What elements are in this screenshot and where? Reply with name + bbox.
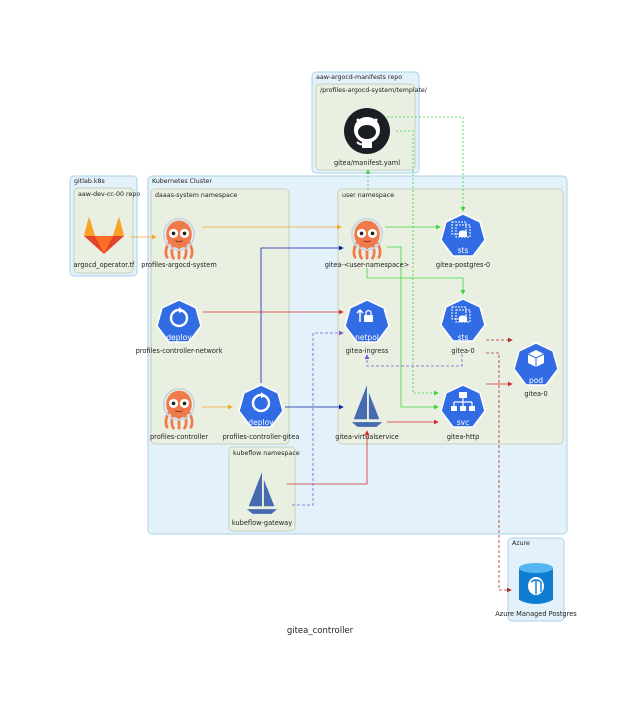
namespace-label-user: user namespace [342, 192, 394, 199]
node-label-gitea-postgres-0: gitea-postgres-0 [436, 261, 490, 269]
edge-gateway-to-virtualservice [287, 430, 370, 485]
netpol-label: netpol [355, 333, 379, 342]
diagram-title: gitea_controller [287, 626, 354, 636]
pod-label: pod [529, 376, 543, 385]
namespace-label-daaas: daaas-system namespace [155, 192, 237, 199]
edge-sts-to-ingress [364, 354, 463, 367]
node-label-gitea-ingress: gitea-ingress [346, 347, 389, 355]
edge-gitea-app-to-http [387, 246, 439, 410]
node-label-gitea-virtualservice: gitea-virtualservice [335, 433, 399, 441]
node-profiles-controller-network[interactable]: deploy profiles-controller-network [136, 299, 223, 355]
edge-sts-to-azure-postgres [486, 352, 512, 593]
azure-postgres-icon [519, 563, 553, 604]
edges [130, 116, 513, 593]
node-label-argocd-operator: argocd_operator.tf [74, 261, 135, 269]
node-gitea-user-namespace[interactable]: gitea-<user-namespace> [325, 217, 410, 269]
cluster-gitlab: gitlab.k8s aaw-dev-cc-00 repo [69, 175, 140, 277]
node-label-gitea-http: gitea-http [447, 433, 480, 441]
node-profiles-controller[interactable]: profiles-controller [150, 387, 208, 441]
node-label-profiles-controller: profiles-controller [150, 433, 208, 441]
edge-manifest-to-postgres-sts [387, 116, 466, 212]
node-gitea-virtualservice[interactable]: gitea-virtualservice [335, 385, 399, 441]
svc-label: svc [457, 418, 469, 427]
node-profiles-argocd-system[interactable]: profiles-argocd-system [141, 217, 217, 269]
edge-gitea-controller-to-gitea-app [260, 245, 344, 383]
node-label-gitea-manifest: gitea/manifest.yaml [334, 159, 400, 167]
cluster-label-azure: Azure [512, 540, 530, 547]
cluster-label-argocd-template: /profiles-argocd-system/template/ [320, 87, 428, 94]
cluster-label-gitlab-repo: aaw-dev-cc-00 repo [78, 191, 140, 198]
node-gitea-postgres-0[interactable]: sts gitea-postgres-0 [436, 213, 490, 269]
deploy-label-network: deploy [166, 333, 192, 342]
edge-manifest-to-http [396, 130, 439, 396]
edge-gitea-app-to-gitea-sts [366, 268, 466, 295]
gitlab-icon [84, 217, 124, 254]
node-gitea-ingress[interactable]: netpol gitea-ingress [344, 299, 390, 355]
node-kubeflow-gateway[interactable]: kubeflow-gateway [232, 472, 292, 527]
node-label-profiles-controller-network: profiles-controller-network [136, 347, 223, 355]
cluster-label-gitlab: gitlab.k8s [74, 178, 105, 185]
node-azure-managed-postgres[interactable]: Azure Managed Postgres [495, 563, 577, 618]
cluster-label-kubernetes: Kubernetes Cluster [152, 178, 212, 185]
node-gitea-0-statefulset[interactable]: sts gitea-0 [440, 298, 486, 355]
node-label-gitea-0-sts: gitea-0 [451, 347, 474, 355]
deploy-label-gitea: deploy [248, 418, 274, 427]
github-icon [344, 108, 390, 154]
node-gitea-0-pod[interactable]: pod gitea-0 [513, 342, 559, 398]
cluster-label-argocd-repo: aaw-argocd-manifests repo [316, 74, 402, 81]
sts-label-gitea: sts [458, 333, 469, 342]
node-label-profiles-argocd-system: profiles-argocd-system [141, 261, 217, 269]
node-label-gitea-0-pod: gitea-0 [524, 390, 547, 398]
node-gitea-manifest[interactable]: gitea/manifest.yaml [334, 108, 400, 167]
node-label-profiles-controller-gitea: profiles-controller-gitea [223, 433, 300, 441]
node-label-azure-postgres: Azure Managed Postgres [495, 610, 577, 618]
node-gitea-http[interactable]: svc gitea-http [440, 384, 486, 441]
node-argocd-operator-tf[interactable]: argocd_operator.tf [74, 217, 135, 269]
node-label-gitea-user-namespace: gitea-<user-namespace> [325, 261, 410, 269]
node-label-kubeflow-gateway: kubeflow-gateway [232, 519, 292, 527]
sts-label-postgres: sts [458, 246, 469, 255]
edge-gateway-to-ingress [292, 330, 344, 506]
node-profiles-controller-gitea[interactable]: deploy profiles-controller-gitea [223, 384, 300, 441]
namespace-label-kubeflow: kubeflow namespace [233, 450, 300, 457]
